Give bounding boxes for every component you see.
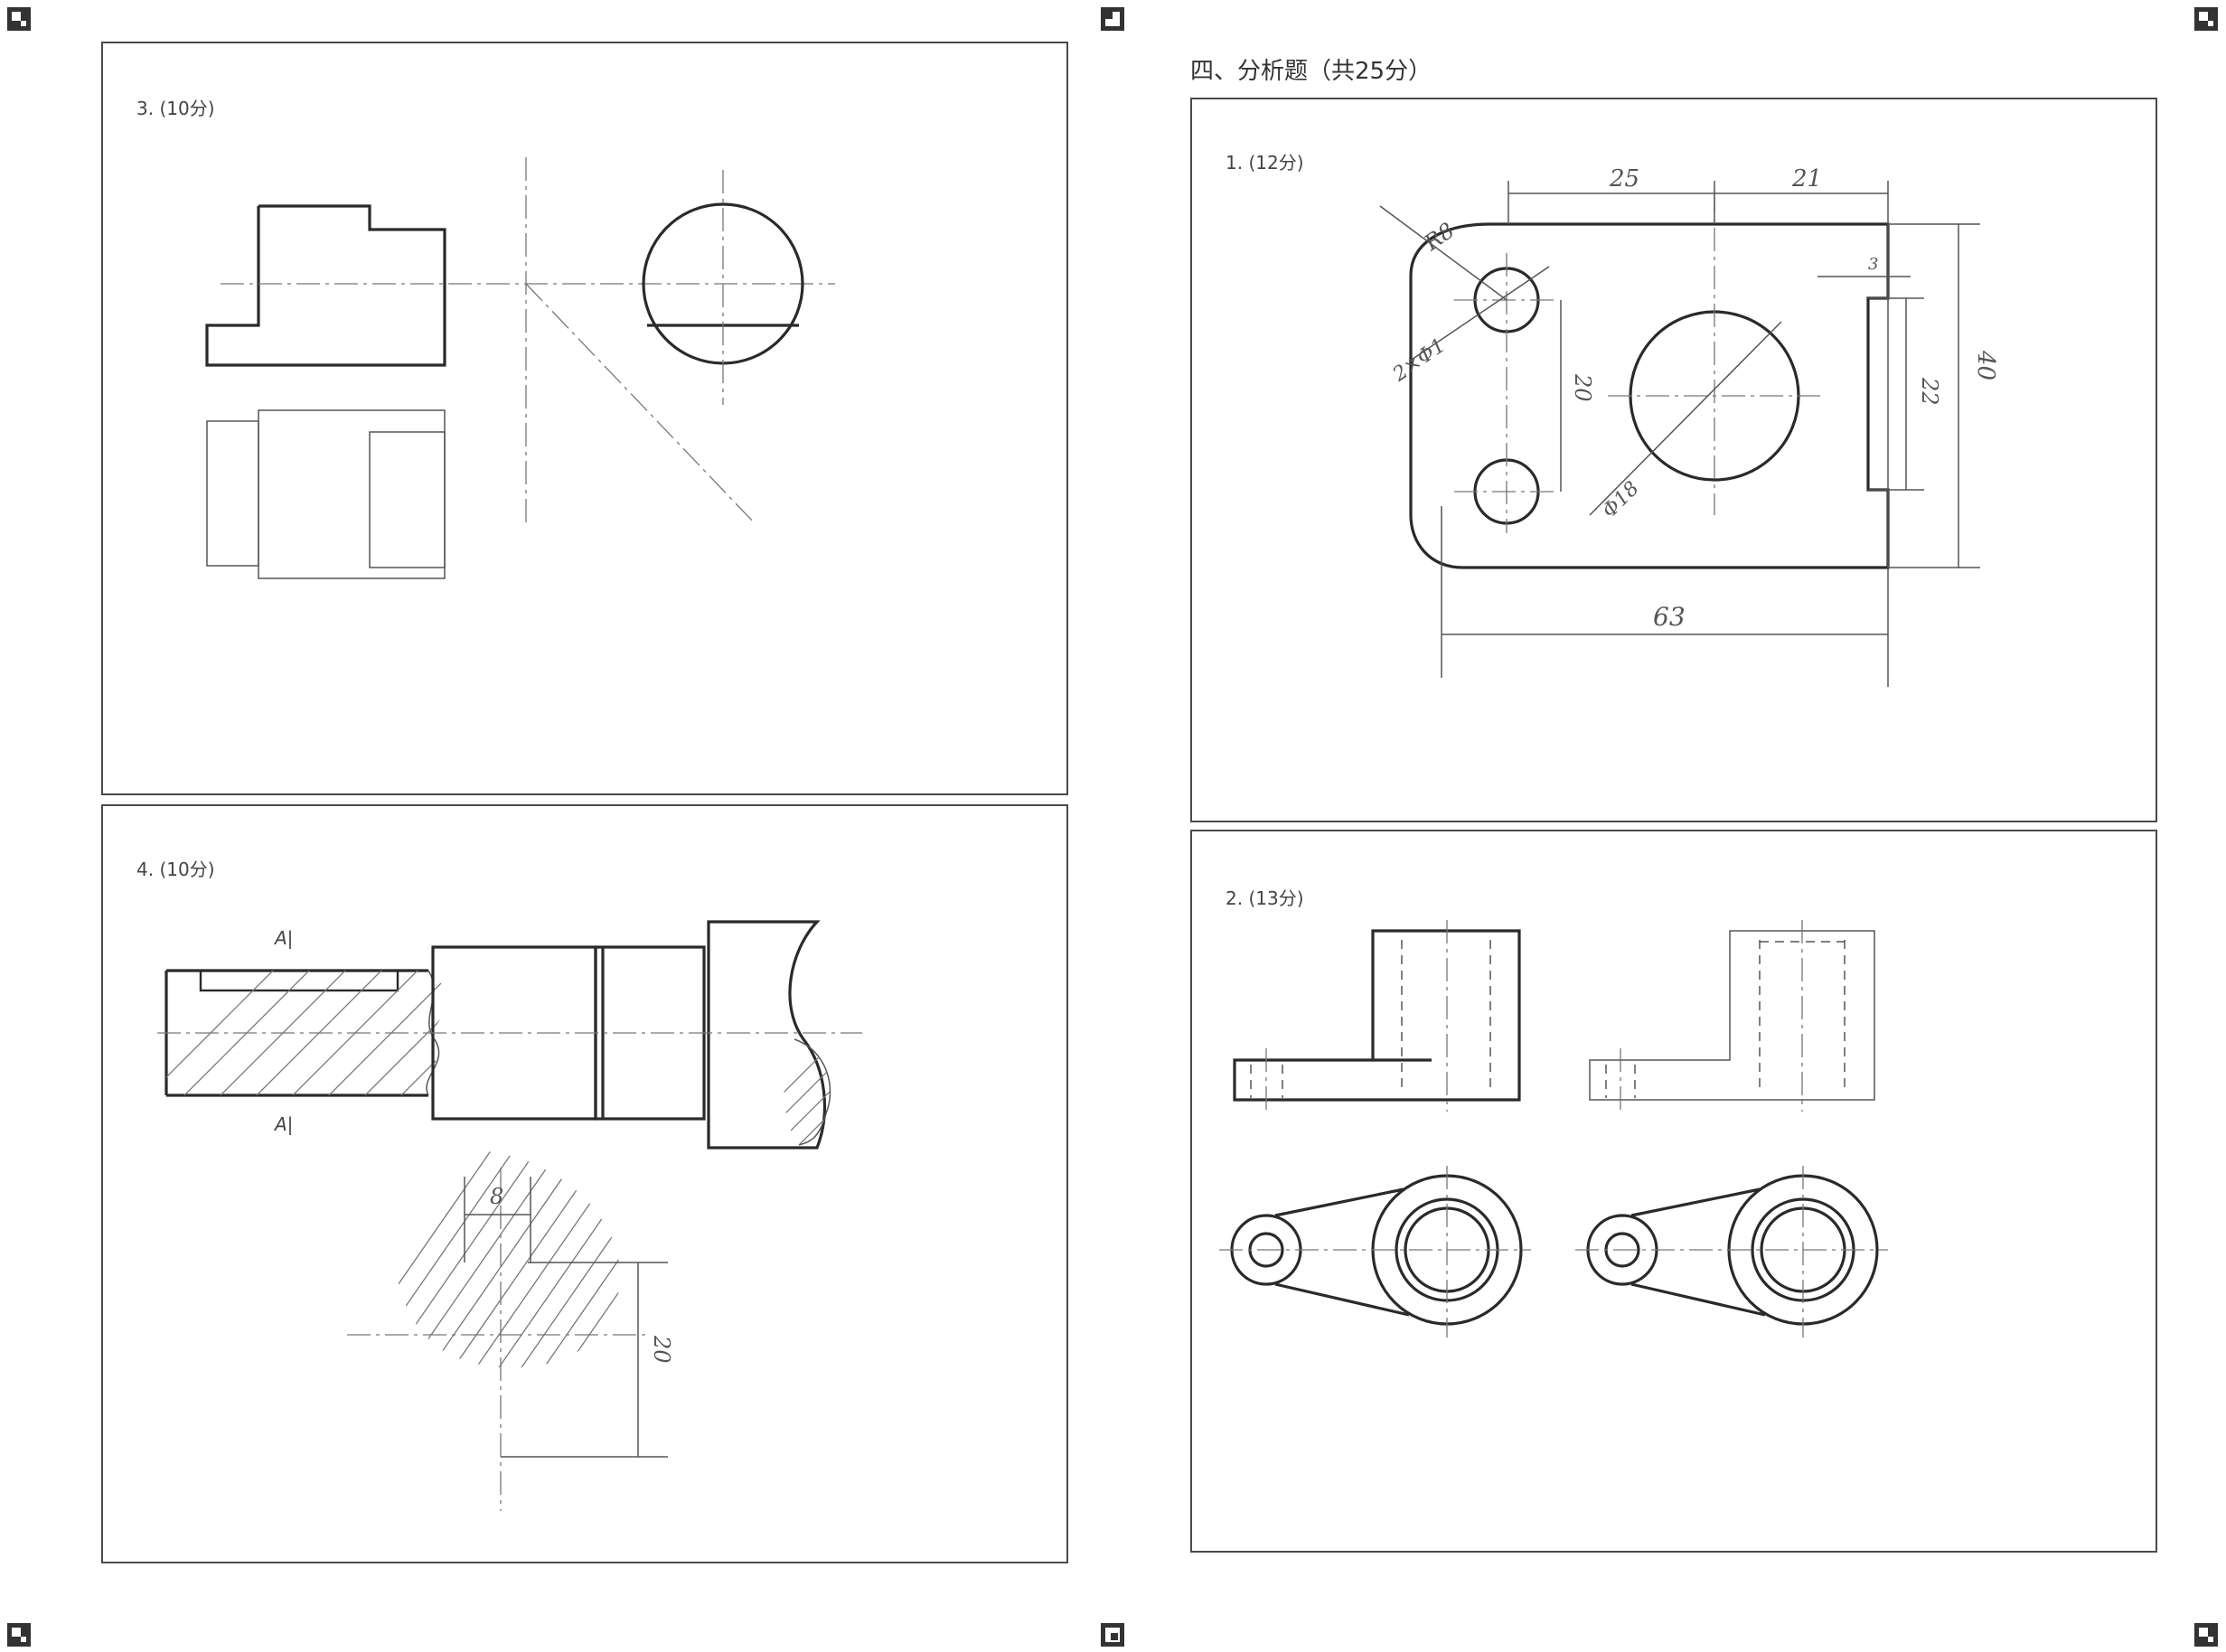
- a1-dim-r8: R8: [1419, 218, 1459, 257]
- problem-3-panel: 3. (10分): [101, 42, 1068, 795]
- registration-marker-bottom-left: [7, 1623, 31, 1647]
- a1-dim-40: 40: [1972, 350, 1999, 380]
- problem-4-panel: 4. (10分) A| A|: [101, 804, 1068, 1563]
- a1-dim-63: 63: [1653, 602, 1686, 632]
- a1-r8-leader: [1379, 205, 1507, 301]
- a1-dim-3: 3: [1868, 255, 1878, 274]
- problem-4-label: 4. (10分): [136, 859, 215, 880]
- p3-top-view-main: [258, 409, 446, 579]
- a2-right-front-view: [1589, 920, 1875, 1112]
- a1-dim-22: 22: [1917, 377, 1942, 406]
- p3-front-view-outline: [205, 204, 446, 367]
- a1-phi18-leader: [1589, 321, 1782, 516]
- section-title: 四、分析题（共25分）: [1190, 58, 1432, 85]
- p3-top-view-left: [206, 420, 259, 567]
- registration-marker-top-right: [2194, 7, 2218, 31]
- problem-4-drawing: 8 20: [157, 920, 862, 1511]
- problem-3-drawing: [205, 157, 835, 579]
- registration-marker-top-left: [7, 7, 31, 31]
- p4-hatch-end: [784, 1039, 831, 1145]
- a2-left-top-view: [1219, 1166, 1531, 1338]
- registration-marker-bottom-right: [2194, 1623, 2218, 1647]
- p4-dim-8: 8: [490, 1184, 503, 1209]
- analysis-1-panel: 1. (12分) 25 21 R8 2×Φ1 20 Φ18 3: [1190, 98, 2157, 822]
- a1-dim-21: 21: [1791, 165, 1822, 192]
- analysis-2-drawing: [1219, 920, 1888, 1338]
- a1-hole-leader: [1408, 266, 1550, 362]
- section-mark-a-bottom: A|: [275, 1113, 294, 1135]
- section-mark-a-top: A|: [275, 927, 294, 949]
- a2-right-top-view: [1575, 1166, 1888, 1338]
- a1-dim-20: 20: [1570, 373, 1595, 402]
- p4-hatch-left: [166, 971, 456, 1095]
- analysis-2-panel: 2. (13分): [1190, 830, 2157, 1553]
- p4-keyway: [199, 969, 399, 992]
- a1-dim-hole: 2×Φ1: [1388, 334, 1450, 387]
- registration-marker-top-center: [1101, 7, 1124, 31]
- p3-45deg-line: [525, 283, 755, 523]
- p4-end-section-outline: [794, 1038, 831, 1146]
- analysis-1-label: 1. (12分): [1226, 152, 1304, 174]
- p4-shaft-step-3: [707, 920, 826, 1150]
- p4-shaft-step-2: [594, 945, 706, 1121]
- p4-dim-20: 20: [649, 1335, 674, 1364]
- a1-dim-25: 25: [1609, 165, 1639, 192]
- analysis-1-drawing: 25 21 R8 2×Φ1 20 Φ18 3 22 40 63: [1379, 165, 1999, 687]
- p3-top-view-right: [369, 431, 446, 568]
- analysis-2-label: 2. (13分): [1226, 887, 1304, 909]
- registration-marker-bottom-center: [1101, 1623, 1124, 1647]
- problem-3-label: 3. (10分): [136, 98, 215, 119]
- a2-left-front-view: [1233, 920, 1521, 1112]
- a1-dim-phi18: Φ18: [1598, 477, 1643, 522]
